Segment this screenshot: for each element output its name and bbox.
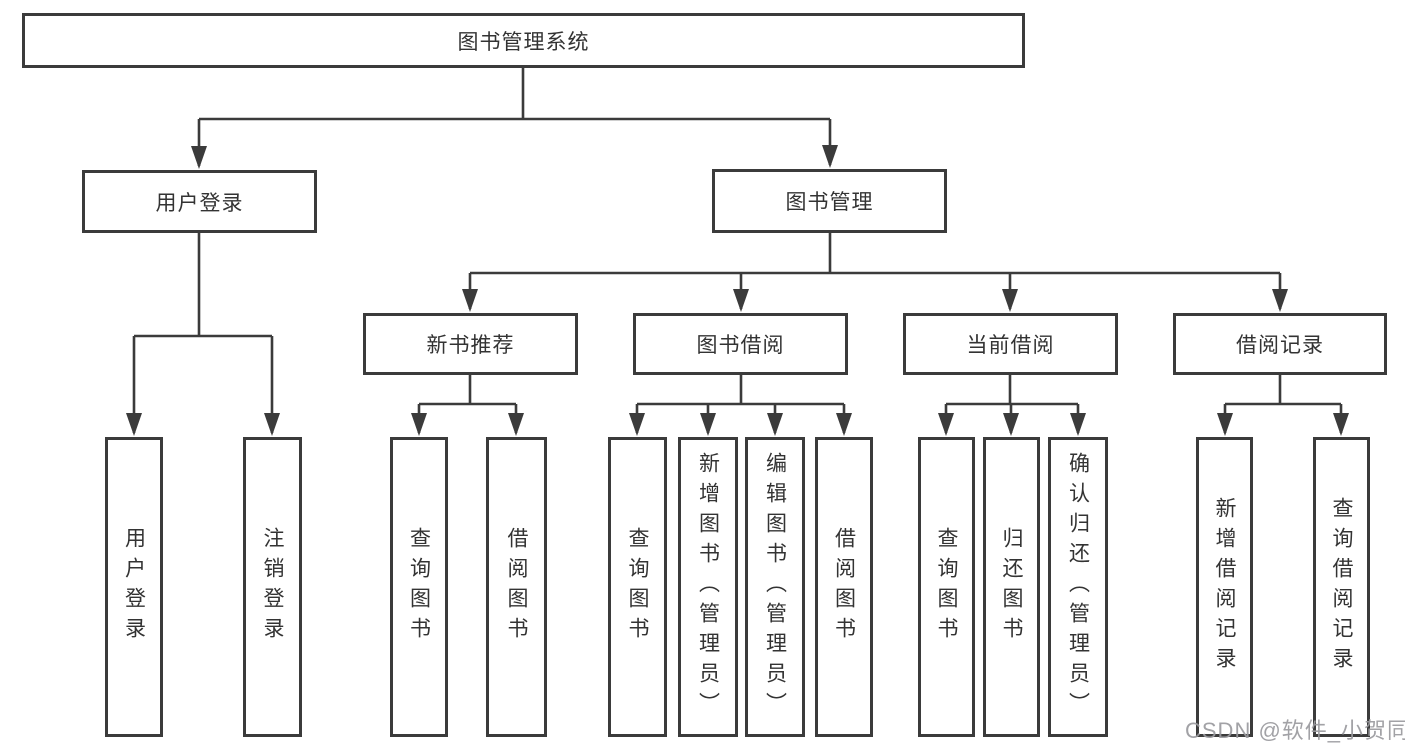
node-book-management-label: 图书管理 [785, 191, 874, 214]
leaf-query-book-1: 查询图书 [390, 437, 448, 737]
leaf-logout-label: 注销登录 [261, 527, 284, 647]
node-user-login: 用户登录 [82, 170, 317, 233]
leaf-query-borrow-record-label: 查询借阅记录 [1330, 497, 1353, 677]
leaf-return-book: 归还图书 [983, 437, 1040, 737]
arrowheads [126, 145, 1349, 436]
node-current-borrow: 当前借阅 [903, 313, 1118, 375]
node-user-login-label: 用户登录 [155, 191, 244, 215]
leaf-borrow-book-1-label: 借阅图书 [505, 527, 528, 647]
leaf-borrow-book-2-label: 借阅图书 [832, 527, 856, 647]
leaf-query-book-2-label: 查询图书 [626, 527, 649, 647]
leaf-user-login-label: 用户登录 [122, 527, 146, 647]
node-library-system: 图书管理系统 [22, 13, 1025, 68]
node-borrow-records-label: 借阅记录 [1236, 334, 1324, 357]
leaf-borrow-book-2: 借阅图书 [815, 437, 873, 737]
leaf-add-borrow-record: 新增借阅记录 [1196, 437, 1253, 737]
node-book-borrow-label: 图书借阅 [696, 334, 785, 357]
leaf-edit-book-admin-label: 编辑图书（管理员） [763, 452, 787, 722]
node-book-management: 图书管理 [712, 169, 947, 233]
leaf-add-book-admin-label: 新增图书（管理员） [696, 452, 720, 722]
leaf-query-borrow-record: 查询借阅记录 [1313, 437, 1370, 737]
leaf-borrow-book-1: 借阅图书 [486, 437, 547, 737]
leaf-return-book-label: 归还图书 [1000, 527, 1023, 647]
leaf-query-book-3: 查询图书 [918, 437, 975, 737]
node-borrow-records: 借阅记录 [1173, 313, 1387, 375]
leaf-edit-book-admin: 编辑图书（管理员） [745, 437, 805, 737]
leaf-user-login: 用户登录 [105, 437, 163, 737]
leaf-add-borrow-record-label: 新增借阅记录 [1213, 497, 1236, 677]
leaf-query-book-2: 查询图书 [608, 437, 667, 737]
leaf-confirm-return-admin: 确认归还（管理员） [1048, 437, 1108, 737]
node-library-system-label: 图书管理系统 [457, 30, 590, 54]
leaf-logout: 注销登录 [243, 437, 302, 737]
csdn-watermark: CSDN @软件_小贺同学 [1185, 718, 1405, 743]
node-new-book-recommend: 新书推荐 [363, 313, 578, 375]
leaf-query-book-1-label: 查询图书 [407, 527, 431, 647]
node-current-borrow-label: 当前借阅 [966, 334, 1055, 357]
leaf-add-book-admin: 新增图书（管理员） [678, 437, 738, 737]
leaf-query-book-3-label: 查询图书 [935, 527, 958, 647]
node-book-borrow: 图书借阅 [633, 313, 848, 375]
node-new-book-recommend-label: 新书推荐 [426, 334, 515, 357]
leaf-confirm-return-admin-label: 确认归还（管理员） [1066, 452, 1090, 722]
